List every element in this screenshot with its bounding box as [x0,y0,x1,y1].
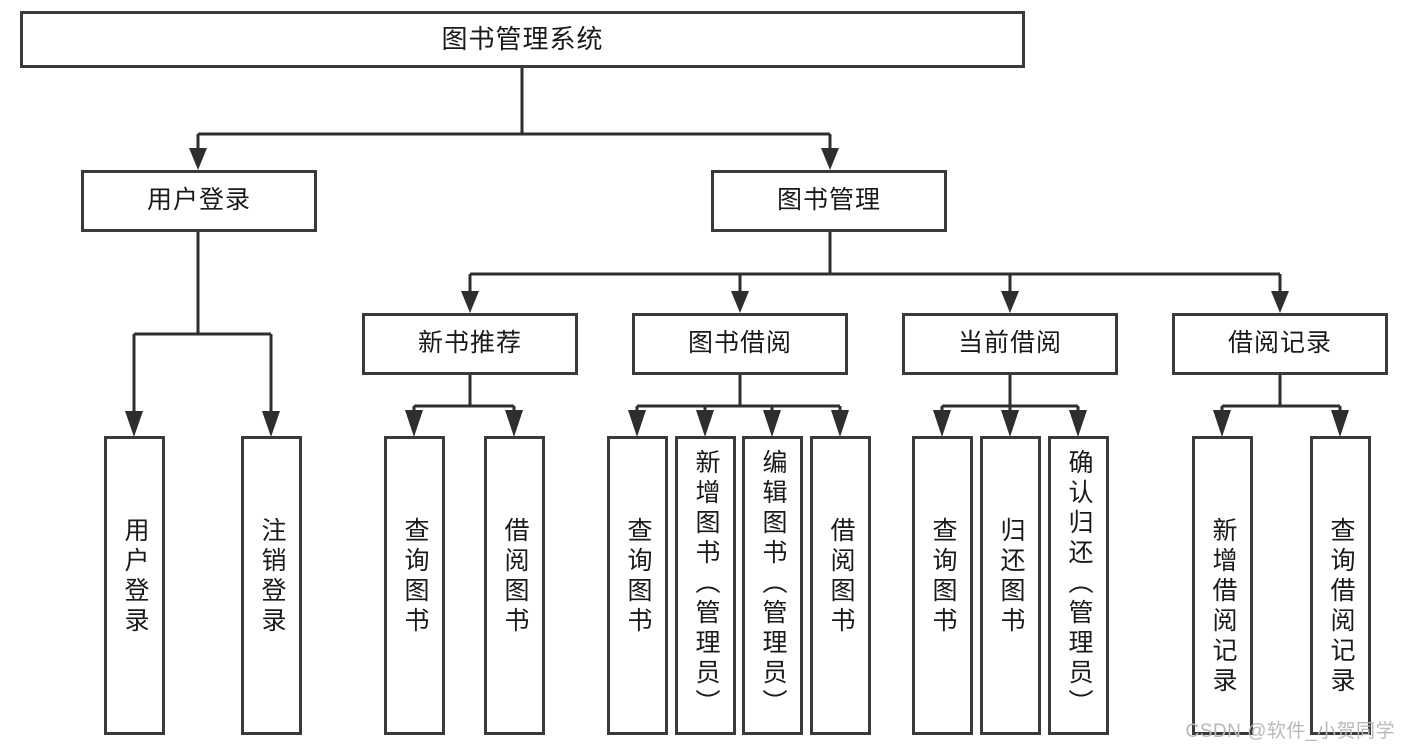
leaf-user-logout[interactable]: 注销登录 [241,436,302,735]
leaf-add-record[interactable]: 新增借阅记录 [1192,436,1253,735]
watermark: CSDN @软件_小贺同学 [1185,721,1395,742]
leaf-query-book-1[interactable]: 查询图书 [384,436,445,735]
leaf-confirm-return[interactable]: 确认归还（管理员） [1048,436,1109,735]
leaf-return-book-label: 归还图书 [997,517,1025,637]
leaf-query-book-1-label: 查询图书 [401,517,429,637]
node-book-borrow-label: 图书借阅 [687,329,792,358]
leaf-query-book-3-label: 查询图书 [929,517,957,637]
leaf-borrow-book-1-label: 借阅图书 [501,517,529,637]
leaf-query-book-2[interactable]: 查询图书 [607,436,668,735]
leaf-confirm-return-label: 确认归还（管理员） [1065,449,1093,719]
node-borrow-record[interactable]: 借阅记录 [1172,313,1388,375]
node-book-manage[interactable]: 图书管理 [711,170,947,232]
leaf-add-book[interactable]: 新增图书（管理员） [675,436,736,735]
leaf-user-login-label: 用户登录 [121,517,149,637]
node-user-login[interactable]: 用户登录 [81,170,317,232]
node-user-login-label: 用户登录 [146,186,251,215]
leaf-query-book-3[interactable]: 查询图书 [912,436,973,735]
leaf-borrow-book-1[interactable]: 借阅图书 [484,436,545,735]
node-current-borrow-label: 当前借阅 [957,329,1062,358]
leaf-edit-book-label: 编辑图书（管理员） [759,449,787,719]
node-current-borrow[interactable]: 当前借阅 [902,313,1118,375]
leaf-add-record-label: 新增借阅记录 [1209,517,1237,697]
leaf-borrow-book-2[interactable]: 借阅图书 [810,436,871,735]
leaf-query-record-label: 查询借阅记录 [1327,517,1355,697]
node-book-borrow[interactable]: 图书借阅 [632,313,848,375]
node-borrow-record-label: 借阅记录 [1227,329,1332,358]
leaf-return-book[interactable]: 归还图书 [980,436,1041,735]
node-book-manage-label: 图书管理 [776,186,881,215]
leaf-query-record[interactable]: 查询借阅记录 [1310,436,1371,735]
leaf-add-book-label: 新增图书（管理员） [692,449,720,719]
node-root-label: 图书管理系统 [441,24,604,55]
leaf-query-book-2-label: 查询图书 [624,517,652,637]
leaf-user-logout-label: 注销登录 [258,517,286,637]
node-new-book-recommend-label: 新书推荐 [417,329,522,358]
node-root[interactable]: 图书管理系统 [20,11,1025,68]
leaf-edit-book[interactable]: 编辑图书（管理员） [742,436,803,735]
leaf-user-login[interactable]: 用户登录 [104,436,165,735]
node-new-book-recommend[interactable]: 新书推荐 [362,313,578,375]
leaf-borrow-book-2-label: 借阅图书 [827,517,855,637]
